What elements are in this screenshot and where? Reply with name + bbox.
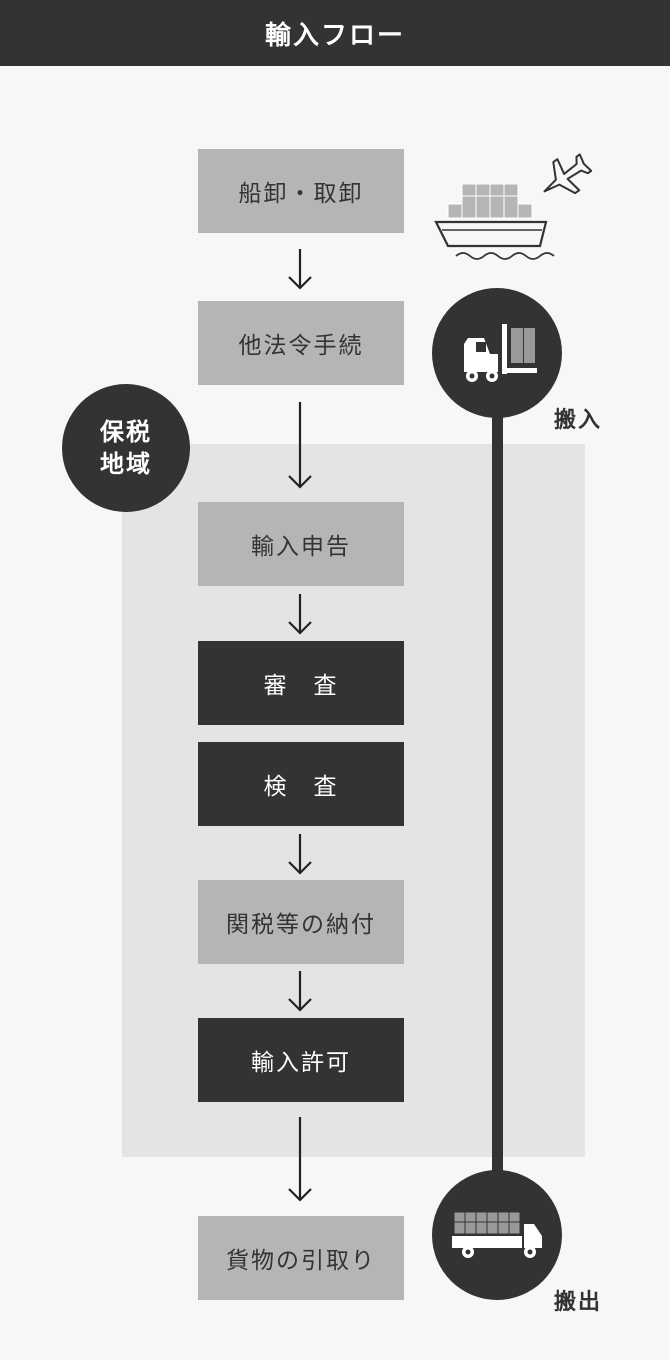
carry-in-node [432,288,562,418]
step-duty-payment: 関税等の納付 [198,880,404,964]
arrow-down-icon [288,1117,312,1202]
carry-out-node [432,1170,562,1300]
transport-track [492,400,503,1200]
carry-out-label: 搬出 [554,1290,603,1315]
bonded-area-label-line1: 保税 [100,418,152,446]
arrow-down-icon [288,594,312,635]
bonded-area-label-line2: 地域 [100,450,152,478]
page-title: 輸入フロー [0,0,670,66]
arrow-down-icon [288,249,312,290]
step-import-permit: 輸入許可 [198,1018,404,1102]
step-unloading: 船卸・取卸 [198,149,404,233]
cargo-ship-icon [434,183,555,260]
step-other-laws-procedures: 他法令手続 [198,301,404,385]
step-examination: 審 査 [198,641,404,725]
step-inspection: 検 査 [198,742,404,826]
arrow-down-icon [288,402,312,489]
arrow-down-icon [288,834,312,875]
arrow-down-icon [288,971,312,1012]
step-cargo-pickup: 貨物の引取り [198,1216,404,1300]
airplane-icon [543,153,593,195]
step-import-declaration: 輸入申告 [198,502,404,586]
forklift-icon [464,324,537,382]
carry-in-label: 搬入 [554,408,603,433]
truck-icon [452,1211,542,1258]
bonded-area-badge: 保税 地域 [62,384,190,512]
